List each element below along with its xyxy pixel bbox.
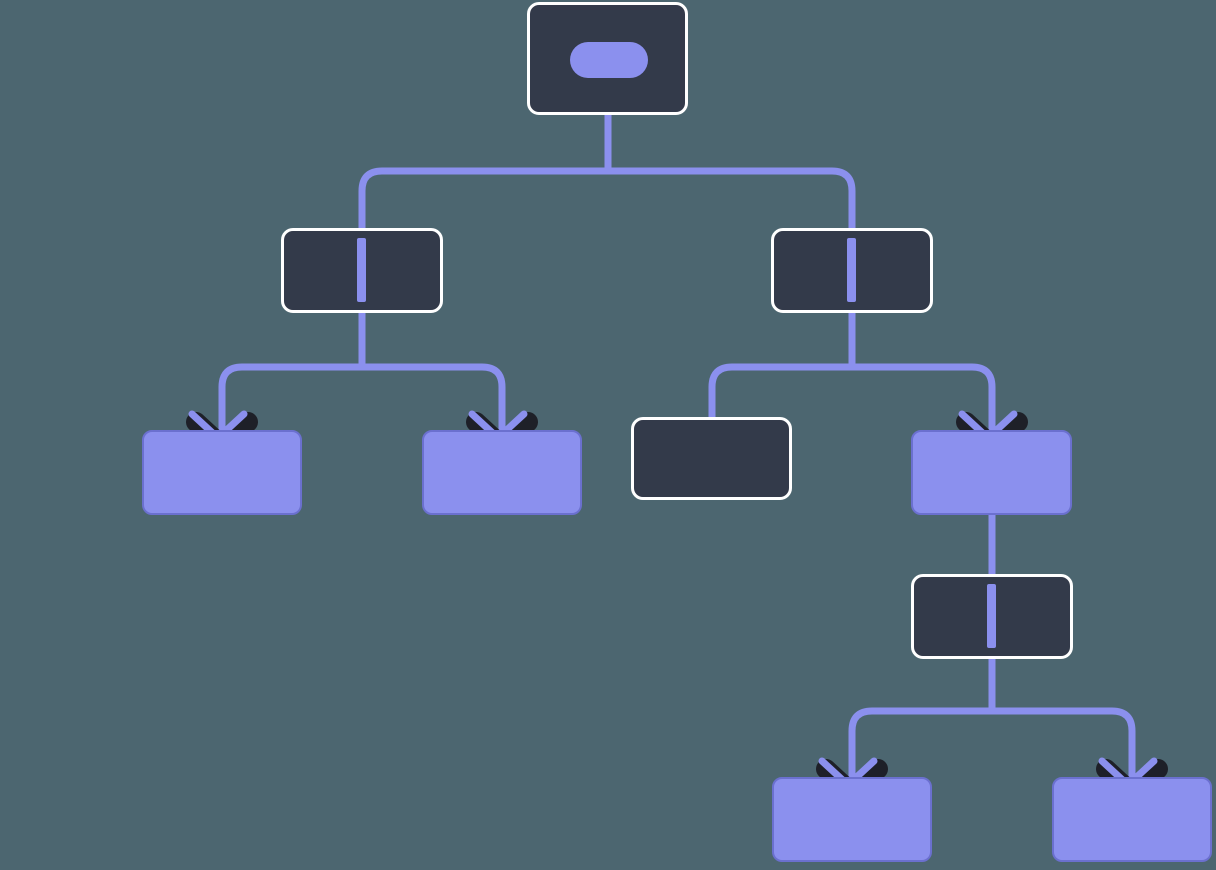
edge-level2-right-split: [708, 363, 996, 444]
edge-level2-left-split: [218, 363, 506, 444]
leaf-left-b[interactable]: [422, 430, 582, 515]
root-node-pill-glyph: [570, 42, 648, 78]
leaf-left-a[interactable]: [142, 430, 302, 515]
leaf-bottom-left[interactable]: [772, 777, 932, 862]
edge-bottom-split: [848, 707, 1136, 791]
edge-root-split: [358, 167, 856, 317]
level2-left-node-bar-glyph: [357, 238, 366, 302]
level4-dark-node-bar-glyph: [987, 584, 996, 648]
branch-purple-node[interactable]: [911, 430, 1072, 515]
leaf-bottom-right[interactable]: [1052, 777, 1212, 862]
empty-dark-node[interactable]: [631, 417, 792, 500]
level2-right-node-bar-glyph: [847, 238, 856, 302]
